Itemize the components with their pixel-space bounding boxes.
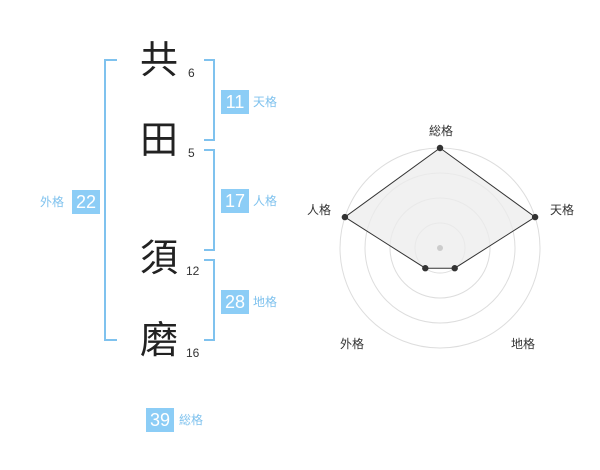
stroke-count-3: 12 — [186, 264, 200, 278]
jinkaku-label: 人格 — [253, 194, 278, 208]
chikaku-badge: 28 — [221, 290, 249, 314]
name-char-1: 共 — [139, 38, 178, 82]
stroke-count-2: 5 — [188, 146, 195, 160]
stroke-count-4: 16 — [186, 346, 200, 360]
radar-label-tenkaku: 天格 — [550, 203, 575, 217]
radar-point-left — [341, 213, 349, 221]
tenkaku-badge: 11 — [221, 90, 249, 114]
radar-point-bottom_right — [451, 265, 458, 272]
gaikaku-label: 外格 — [40, 195, 65, 209]
soukaku-badge: 39 — [146, 408, 174, 432]
soukaku-label: 総格 — [179, 413, 204, 427]
radar-polygon — [344, 147, 536, 269]
chikaku-label: 地格 — [253, 295, 278, 309]
name-char-3: 須 — [139, 236, 178, 280]
radar-label-gaikaku: 外格 — [340, 337, 365, 351]
tenkaku-label: 天格 — [253, 95, 278, 109]
radar-point-top — [436, 144, 444, 152]
radar-point-bottom_left — [422, 265, 429, 272]
radar-label-jinkaku: 人格 — [307, 203, 332, 217]
name-char-2: 田 — [139, 118, 178, 162]
stroke-count-1: 6 — [188, 66, 195, 80]
radar-label-soukaku: 総格 — [429, 124, 454, 138]
radar-point-right — [531, 213, 539, 221]
radar-label-chikaku: 地格 — [511, 337, 536, 351]
radar-center-dot — [437, 245, 443, 251]
gaikaku-badge: 22 — [72, 190, 100, 214]
name-char-4: 磨 — [139, 318, 178, 362]
jinkaku-badge: 17 — [221, 189, 249, 213]
